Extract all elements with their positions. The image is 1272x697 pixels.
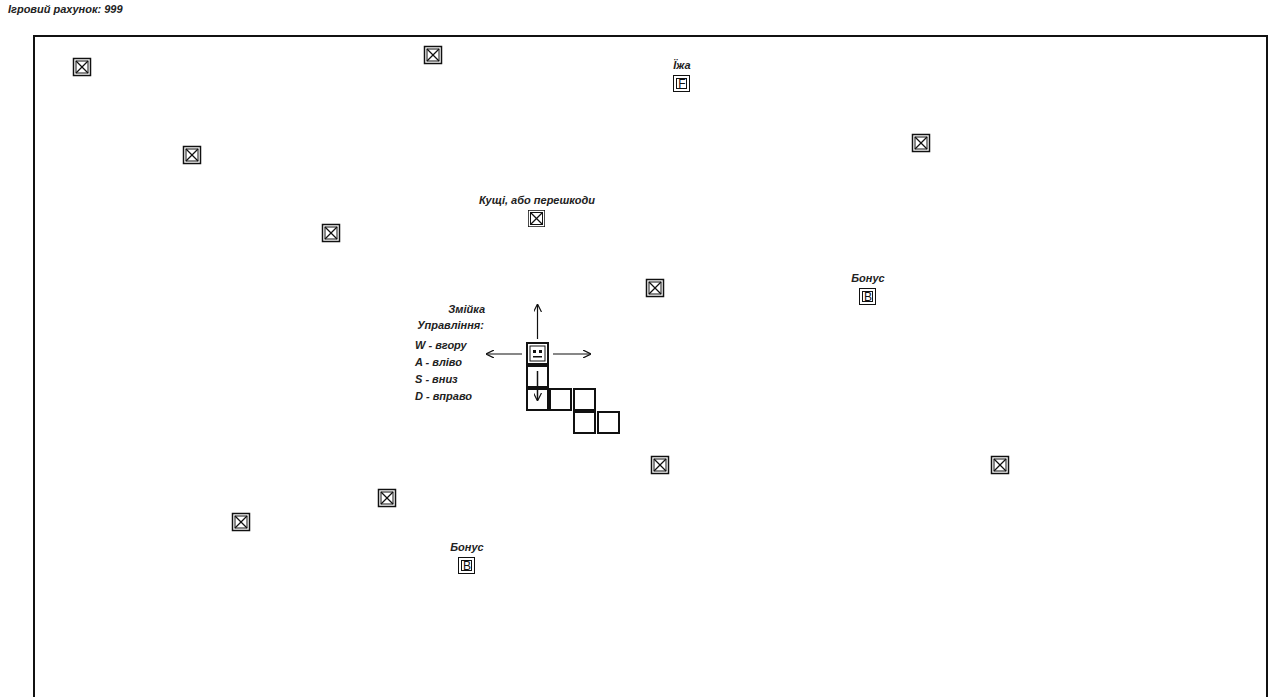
control-key: A - вліво (415, 356, 462, 369)
control-key: W - вгору (415, 339, 467, 352)
item-letter: B (864, 291, 872, 303)
obstacle-caption: Кущі, або перешкоди (479, 194, 595, 207)
item-box: F (673, 75, 690, 92)
item-caption: Бонус (851, 272, 884, 285)
controls-heading: Управління: (417, 319, 484, 332)
obstacle-box (528, 210, 545, 227)
item-box: B (458, 557, 475, 574)
item-letter: F (678, 78, 685, 90)
control-key: S - вниз (415, 373, 458, 386)
field-border (34, 36, 1267, 697)
snake-face (533, 350, 542, 358)
snake (527, 343, 619, 433)
control-key: D - вправо (415, 390, 472, 403)
item-caption: Їжа (673, 59, 690, 72)
item-node: БонусB (450, 541, 483, 574)
direction-arrows (487, 305, 590, 400)
obstacle-symbol (528, 210, 545, 227)
item-caption: Бонус (450, 541, 483, 554)
item-box: B (859, 288, 876, 305)
obstacles (74, 47, 1009, 531)
snake-caption: Змійка (448, 303, 485, 316)
item-letter: B (463, 560, 471, 572)
item-node: ЇжаF (673, 59, 690, 92)
obstacle-node: Кущі, або перешкоди (479, 194, 595, 227)
score-text: Ігровий рахунок: 999 (8, 3, 123, 16)
item-node: БонусB (851, 272, 884, 305)
